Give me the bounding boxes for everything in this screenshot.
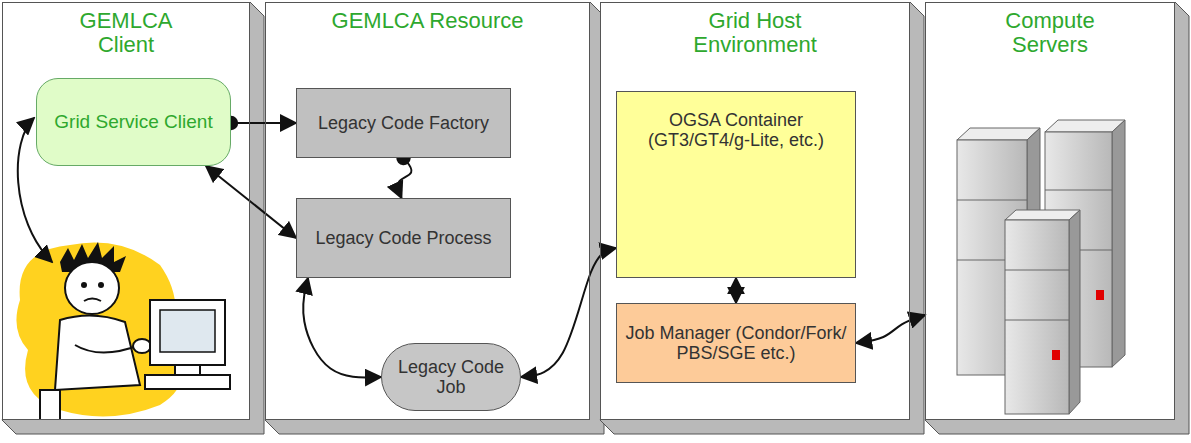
connector-arrow	[231, 122, 296, 124]
connector-arrow	[856, 315, 925, 343]
panel-heading: GEMLCA Client	[61, 9, 191, 57]
panel-face	[600, 2, 910, 420]
container-box: OGSA Container (GT3/GT4/g-Lite, etc.)	[616, 91, 856, 278]
connector-arrow	[303, 278, 381, 377]
box-label: OGSA Container (GT3/GT4/g-Lite, etc.)	[625, 110, 847, 150]
box-label: Legacy Code Job	[390, 357, 512, 397]
panel-slabs	[2, 2, 1189, 434]
panel-side	[600, 2, 924, 434]
panel-heading: Grid Host Environment	[655, 9, 855, 57]
job-pill: Legacy Code Job	[381, 343, 521, 411]
box-label: Legacy Code Factory	[318, 113, 489, 133]
panel-heading: GEMLCA Resource	[278, 9, 578, 33]
panel-face	[2, 2, 250, 420]
box-label: Grid Service Client	[54, 112, 212, 132]
box-label: Legacy Code Process	[315, 228, 491, 248]
panel-face	[925, 2, 1175, 420]
process-box: Legacy Code Process	[296, 198, 511, 278]
process-box: Legacy Code Factory	[296, 88, 511, 158]
service-client-box: Grid Service Client	[36, 78, 231, 166]
resource-panel: Legacy Code FactoryLegacy Code ProcessLe…	[265, 2, 590, 420]
client-panel: Grid Service Client GEMLCA Client	[2, 2, 250, 420]
panel-side	[265, 2, 604, 434]
panel-heading: Compute Servers	[975, 9, 1125, 57]
server-illustration	[957, 120, 1125, 414]
host-panel: OGSA Container (GT3/GT4/g-Lite, etc.) Job…	[600, 2, 910, 420]
connector-arrow	[521, 248, 616, 377]
connector-arrow	[735, 278, 737, 303]
manager-box: Job Manager (Condor/Fork/ PBS/SGE etc.)	[616, 303, 856, 383]
person-illustration	[16, 242, 230, 420]
panel-side	[2, 2, 264, 434]
connector-arrow	[206, 166, 296, 238]
servers-panel: Compute Servers	[925, 2, 1175, 420]
panel-side	[925, 2, 1189, 434]
box-label: Job Manager (Condor/Fork/ PBS/SGE etc.)	[625, 323, 847, 363]
connector-arrow	[398, 158, 412, 198]
panel-face	[265, 2, 590, 420]
